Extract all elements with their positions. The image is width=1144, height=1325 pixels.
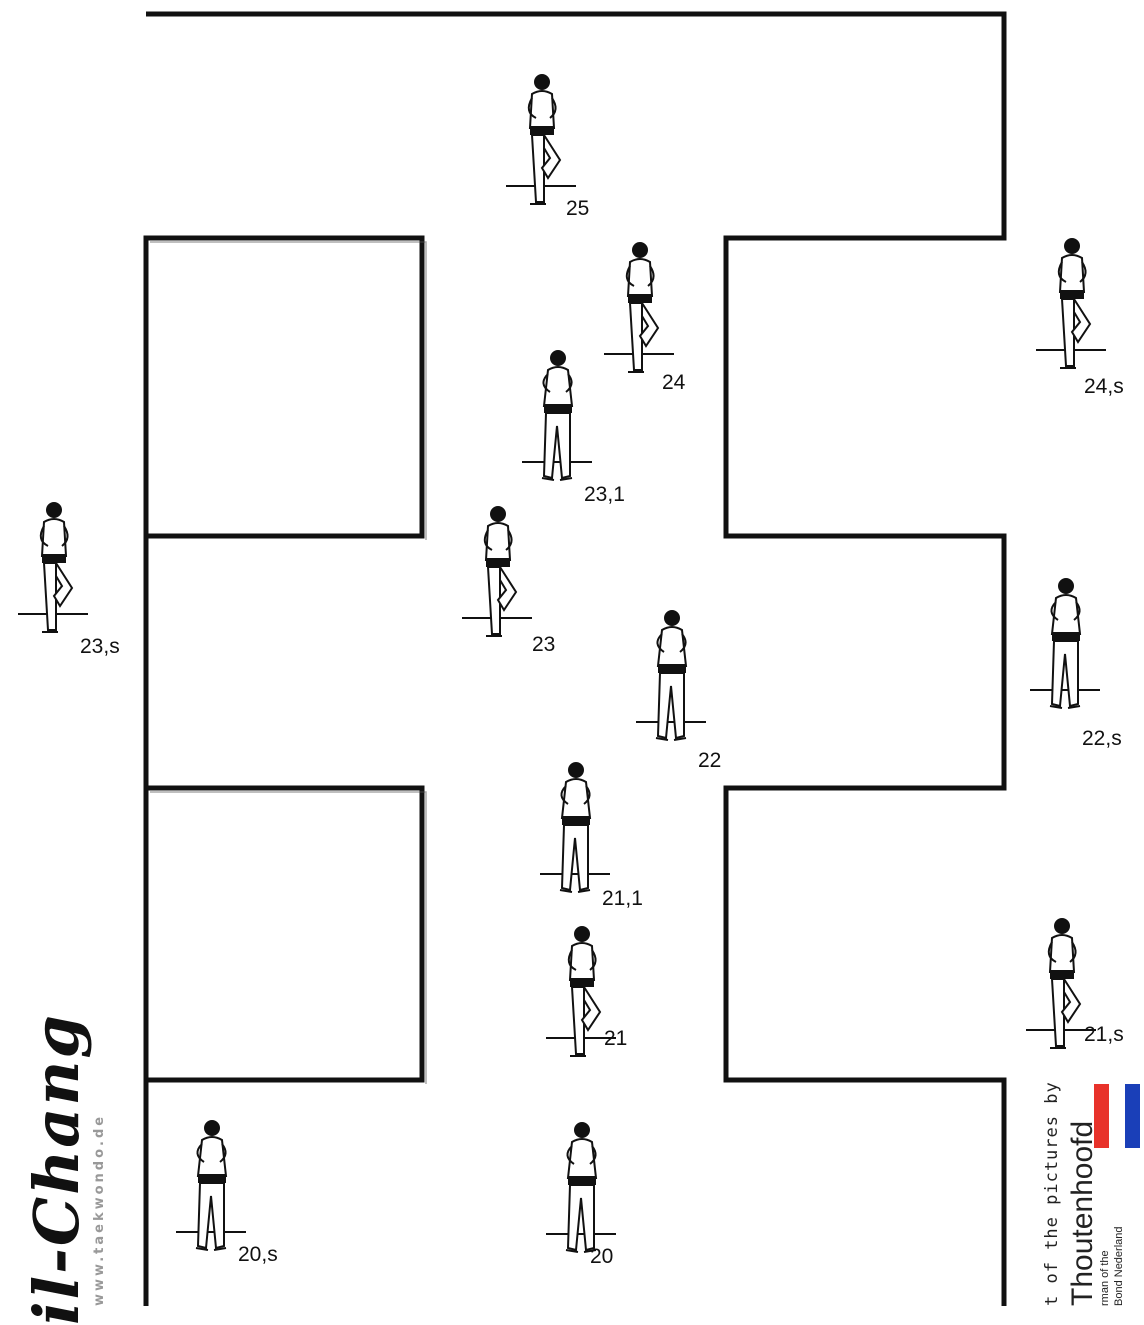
figure-23 (462, 500, 532, 650)
figure-20s (176, 1114, 246, 1264)
figure-24 (604, 236, 674, 386)
position-label-23-1: 23,1 (584, 484, 625, 505)
figure-23-1 (522, 344, 592, 494)
figure-23s (18, 496, 88, 646)
position-label-20: 20 (590, 1246, 613, 1267)
position-label-24s: 24,s (1084, 376, 1124, 397)
figure-21-1 (540, 756, 610, 906)
website-url: www.taekwondo.de (92, 1066, 110, 1306)
credit-line-4: Bond Nederland (1113, 1226, 1125, 1306)
position-label-20s: 20,s (238, 1244, 278, 1265)
position-label-21: 21 (604, 1028, 627, 1049)
position-label-23: 23 (532, 634, 555, 655)
figure-24s (1036, 232, 1106, 382)
position-label-25: 25 (566, 198, 589, 219)
figure-25 (506, 68, 576, 218)
dutch-flag-icon (1094, 1084, 1140, 1148)
credit-name: Thoutenhoofd (1066, 1121, 1100, 1306)
position-label-21-1: 21,1 (602, 888, 643, 909)
position-label-21s: 21,s (1084, 1024, 1124, 1045)
position-label-22: 22 (698, 750, 721, 771)
pattern-title: il-Chang (20, 1025, 90, 1325)
credit-line-1: t of the pictures by (1042, 1081, 1062, 1306)
figure-20 (546, 1116, 616, 1266)
credit-line-3: rman of the (1099, 1250, 1111, 1306)
figure-22 (636, 604, 706, 754)
position-label-24: 24 (662, 372, 685, 393)
position-label-23s: 23,s (80, 636, 120, 657)
figure-22s (1030, 572, 1100, 722)
position-label-22s: 22,s (1082, 728, 1122, 749)
